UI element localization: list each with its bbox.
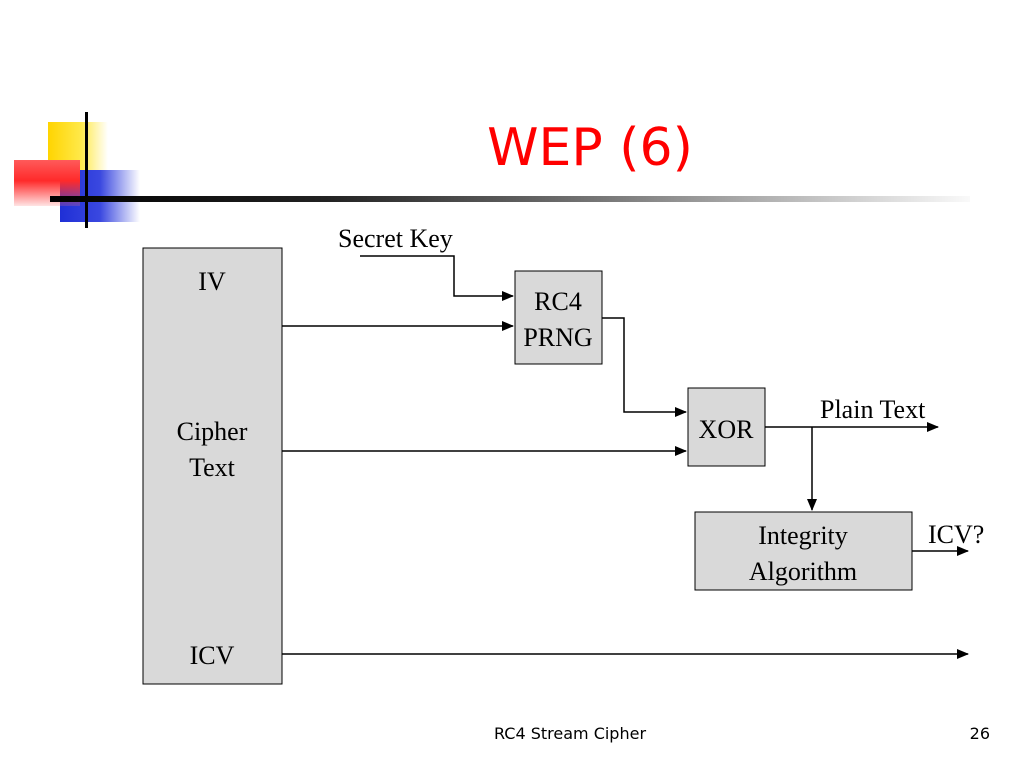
algorithm-label: Algorithm: [749, 557, 857, 586]
icv-label: ICV: [190, 641, 235, 670]
footer-title: RC4 Stream Cipher: [493, 724, 647, 743]
decoration-vertical-line: [85, 112, 88, 228]
rc4-label: RC4: [534, 287, 582, 316]
packet-box: [142, 247, 283, 685]
integrity-label: Integrity: [758, 521, 848, 550]
cipher-text-label-line2: Text: [189, 453, 236, 482]
xor-box: [687, 387, 766, 467]
icv-check-label: ICV?: [928, 520, 984, 549]
integrity-algorithm-box: [694, 511, 913, 591]
keystream-arrow: [602, 317, 687, 417]
secret-key-arrow: [360, 255, 514, 301]
plain-text-label: Plain Text: [820, 395, 926, 424]
xor-label: XOR: [699, 415, 755, 444]
decoration-horizontal-rule: [50, 196, 970, 202]
prng-label: PRNG: [523, 323, 592, 352]
rc4-prng-box: [514, 270, 603, 365]
slide-title: WEP (6): [487, 118, 693, 178]
page-number: 26: [969, 724, 990, 743]
iv-label: IV: [198, 267, 226, 296]
cipher-text-label-line1: Cipher: [177, 417, 248, 446]
secret-key-label: Secret Key: [338, 224, 453, 253]
